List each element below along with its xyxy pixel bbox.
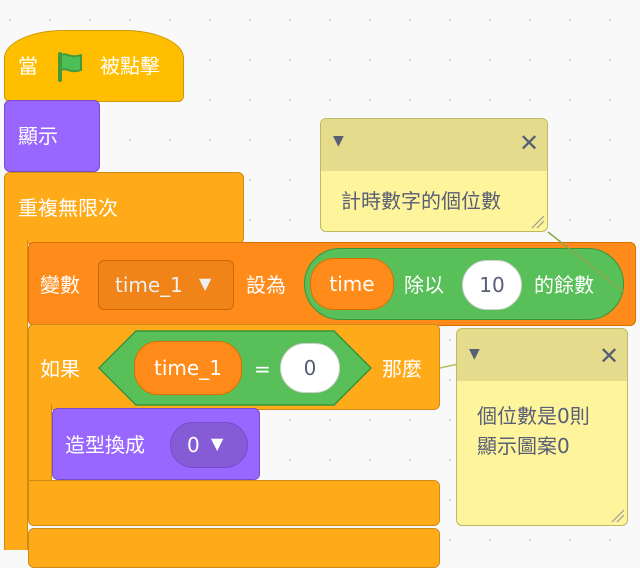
forever-block-arm bbox=[4, 240, 28, 550]
variable-dropdown[interactable]: time_1 ▼ bbox=[98, 260, 234, 310]
equals-sign: = bbox=[254, 357, 271, 381]
chevron-down-icon: ▼ bbox=[211, 434, 224, 453]
collapse-arrow-icon[interactable]: ▼ bbox=[333, 133, 344, 149]
variable-dropdown-value: time_1 bbox=[115, 273, 183, 297]
event-when-label: 當 bbox=[18, 54, 38, 78]
set-to-label: 設為 bbox=[246, 273, 286, 297]
time-reporter-label: time bbox=[329, 272, 375, 296]
close-icon[interactable]: ✕ bbox=[519, 129, 540, 157]
comment-note-1-text[interactable]: 計時數字的個位數 bbox=[341, 189, 501, 213]
if-label: 如果 bbox=[40, 357, 80, 381]
comment-connector-lines bbox=[439, 231, 625, 369]
show-block[interactable] bbox=[4, 100, 100, 172]
mod-divisor-value: 10 bbox=[479, 273, 505, 297]
comment-note-1-header[interactable] bbox=[321, 119, 547, 171]
time-reporter[interactable]: time bbox=[310, 258, 394, 310]
close-icon[interactable]: ✕ bbox=[599, 342, 620, 370]
if-then-block-arm bbox=[28, 404, 52, 484]
collapse-arrow-icon[interactable]: ▼ bbox=[469, 346, 480, 362]
comment-note-2[interactable]: ▼ ✕ 個位數是0則 顯示圖案0 bbox=[456, 328, 628, 526]
set-var-label: 變數 bbox=[40, 273, 80, 297]
time1-reporter-label: time_1 bbox=[154, 356, 222, 380]
mod-divisor-input[interactable]: 10 bbox=[462, 260, 522, 310]
event-clicked-label: 被點擊 bbox=[100, 54, 160, 78]
mod-label: 除以 bbox=[404, 273, 444, 297]
switch-costume-label: 造型換成 bbox=[65, 433, 145, 457]
resize-handle-icon[interactable] bbox=[531, 215, 545, 229]
forever-label: 重複無限次 bbox=[18, 196, 118, 220]
mod-suffix-label: 的餘數 bbox=[534, 273, 594, 297]
when-flag-clicked-block[interactable] bbox=[4, 30, 184, 102]
equals-right-input[interactable]: 0 bbox=[280, 343, 340, 393]
resize-handle-icon[interactable] bbox=[611, 509, 625, 523]
comment-note-1[interactable]: ▼ ✕ 計時數字的個位數 bbox=[320, 118, 548, 232]
comment-note-2-line1[interactable]: 個位數是0則 bbox=[477, 404, 590, 428]
equals-right-value: 0 bbox=[303, 356, 317, 380]
green-flag-icon bbox=[58, 52, 82, 82]
time1-reporter[interactable]: time_1 bbox=[134, 341, 242, 395]
comment-note-2-header[interactable] bbox=[457, 329, 627, 381]
then-label: 那麼 bbox=[382, 357, 422, 381]
show-label: 顯示 bbox=[18, 124, 58, 148]
costume-dropdown-value: 0 bbox=[187, 433, 200, 457]
if-then-block-bottom bbox=[28, 480, 440, 526]
comment-note-2-line2[interactable]: 顯示圖案0 bbox=[477, 434, 570, 458]
chevron-down-icon: ▼ bbox=[199, 274, 212, 293]
forever-block-top[interactable] bbox=[4, 172, 244, 244]
costume-dropdown[interactable]: 0 ▼ bbox=[170, 422, 248, 468]
